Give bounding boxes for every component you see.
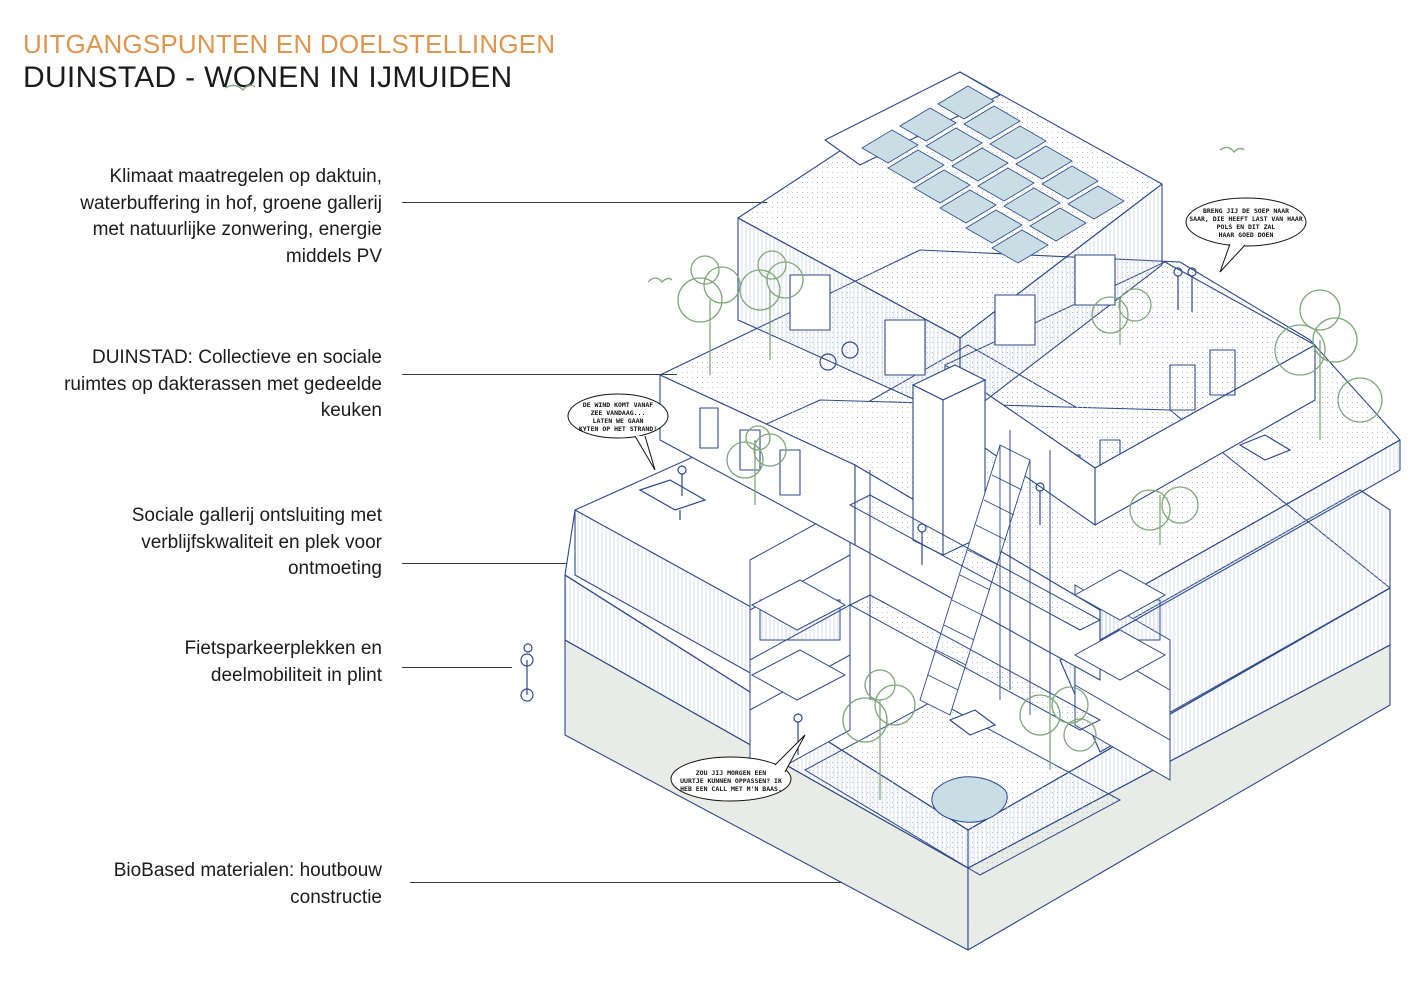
label-bikes: Fietsparkeerplekken en deelmobiliteit in… — [185, 636, 383, 689]
tree-courtyard-left — [842, 669, 916, 800]
leader-line-collective — [402, 374, 677, 375]
tree-right-lower — [1129, 486, 1199, 545]
label-line: middels PV — [285, 245, 382, 267]
person-icon — [1187, 267, 1197, 312]
bubble-line: KYTEN OP HET STRAND! — [579, 425, 657, 433]
label-line: keuken — [320, 400, 382, 421]
person-icon — [917, 523, 927, 565]
label-line: Fietsparkeerplekken en — [184, 638, 383, 659]
person-icon — [1035, 482, 1045, 525]
tree-terrace-left-2 — [739, 250, 804, 360]
speech-bubble-oppassen: ZOU JIJ MORGEN EEN UURTJE KUNNEN OPPASSE… — [670, 734, 806, 802]
leader-line-biobased — [410, 882, 894, 883]
speech-bubble-wind: DE WIND KOMT VANAF ZEE VANDAAG... LATEN … — [567, 393, 669, 471]
bubble-line: UURTJE KUNNEN OPPASSEN? IK — [680, 777, 782, 785]
label-line: ruimtes op dakterassen met gedeelde — [64, 373, 382, 395]
gallery-walkways — [848, 430, 1102, 731]
header: UITGANGSPUNTEN EN DOELSTELLINGEN DUINSTA… — [23, 28, 555, 96]
people-and-furniture — [520, 267, 1292, 755]
speech-bubble-soep: BRENG JIJ DE SOEP NAAR SAAR, DIE HEEFT L… — [1185, 197, 1307, 273]
label-line: ontmoeting — [287, 558, 382, 579]
label-line: met natuurlijke zonwering, energie — [92, 219, 382, 240]
tree-upper-right — [1091, 288, 1152, 345]
page-title: DUINSTAD - WONEN IN IJMUIDEN — [23, 61, 513, 94]
bubble-line: LATEN WE GAAN — [593, 417, 644, 425]
bubble-line: BRENG JIJ DE SOEP NAAR — [1203, 207, 1289, 215]
label-line: waterbuffering in hof, groene gallerij — [80, 192, 382, 214]
label-line: BioBased materialen: houtbouw — [113, 860, 382, 881]
bird-icon — [647, 277, 673, 283]
birds — [224, 84, 1245, 283]
person-icon — [793, 713, 803, 755]
bubble-line: HEB EEN CALL MET M'N BAAS. — [680, 785, 782, 793]
bubble-line: SAAR, DIE HEEFT LAST VAN HAAR — [1189, 215, 1303, 223]
page-subtitle: UITGANGSPUNTEN EN DOELSTELLINGEN — [23, 29, 556, 59]
vegetation — [677, 250, 1383, 800]
solar-panels — [861, 85, 1125, 264]
stair-tower — [911, 364, 987, 556]
bubble-line: HAAR GOED DOEN — [1219, 231, 1274, 239]
courtyard — [803, 699, 1122, 876]
bubble-line: ZOU JIJ MORGEN EEN — [696, 769, 767, 777]
tree-terrace-mid — [726, 425, 787, 505]
label-line: Klimaat maatregelen op daktuin, — [109, 166, 383, 187]
person-icon — [677, 465, 687, 496]
label-collective: DUINSTAD: Collectieve en sociale ruimtes… — [64, 345, 382, 425]
bicycle-icon — [520, 643, 534, 702]
person-icon — [1173, 267, 1183, 310]
label-line: constructie — [290, 886, 382, 908]
label-gallery: Sociale gallerij ontsluiting met verblij… — [132, 503, 382, 583]
tree-courtyard-right — [1019, 686, 1097, 770]
bubble-line: ZEE VANDAAG... — [591, 409, 646, 417]
tree-right-edge — [1274, 289, 1383, 440]
label-line: deelmobiliteit in plint — [210, 664, 382, 686]
bird-icon — [1219, 146, 1245, 153]
balconies — [750, 569, 1167, 701]
label-biobased: BioBased materialen: houtbouw constructi… — [114, 858, 382, 911]
label-line: DUINSTAD: Collectieve en sociale — [91, 347, 382, 368]
bubble-line: POLS EN DIT ZAL — [1217, 223, 1276, 231]
label-line: verblijfskwaliteit en plek voor — [141, 531, 382, 553]
leader-line-bikes — [402, 667, 512, 668]
label-line: Sociale gallerij ontsluiting met — [131, 505, 382, 526]
label-climate: Klimaat maatregelen op daktuin, waterbuf… — [80, 164, 382, 270]
bird-icon — [224, 84, 256, 91]
leader-line-climate — [402, 202, 767, 203]
bubble-line: DE WIND KOMT VANAF — [583, 401, 654, 409]
